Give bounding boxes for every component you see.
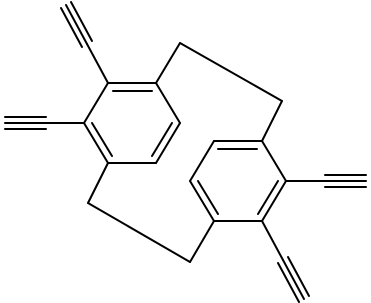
inner-double-bond xyxy=(151,122,173,157)
bond xyxy=(261,180,287,222)
ethynyl-left xyxy=(4,116,85,130)
bridge-bond xyxy=(87,202,191,263)
bridge-bond xyxy=(179,42,283,102)
bridge-bond xyxy=(261,100,283,142)
ethynyl-bottom xyxy=(261,220,310,303)
triple-bond-line xyxy=(70,1,93,42)
bond xyxy=(261,140,287,182)
ethynyl-top xyxy=(60,1,109,84)
inner-double-bond xyxy=(257,180,279,215)
bond xyxy=(155,82,181,124)
bridge-bond xyxy=(189,220,215,263)
bond xyxy=(189,180,215,222)
single-bond xyxy=(261,220,284,261)
triple-bond-line xyxy=(277,262,300,303)
triple-bond-line xyxy=(60,7,83,48)
bridge-bond xyxy=(87,162,109,204)
bond xyxy=(155,122,181,164)
ethano-bridges xyxy=(87,42,283,263)
inner-double-bond xyxy=(91,122,113,157)
triple-bond-line xyxy=(282,259,305,300)
single-bond xyxy=(86,43,109,84)
ethynyl-right xyxy=(285,174,367,188)
upper-benzene-ring xyxy=(83,82,181,164)
lower-benzene-ring xyxy=(189,140,287,222)
bond xyxy=(83,82,109,124)
bridge-bond xyxy=(155,42,181,84)
triple-bond-line xyxy=(287,256,310,297)
inner-double-bond xyxy=(197,180,219,215)
triple-bond-line xyxy=(65,4,88,45)
bond xyxy=(83,122,109,164)
bond xyxy=(189,140,215,182)
